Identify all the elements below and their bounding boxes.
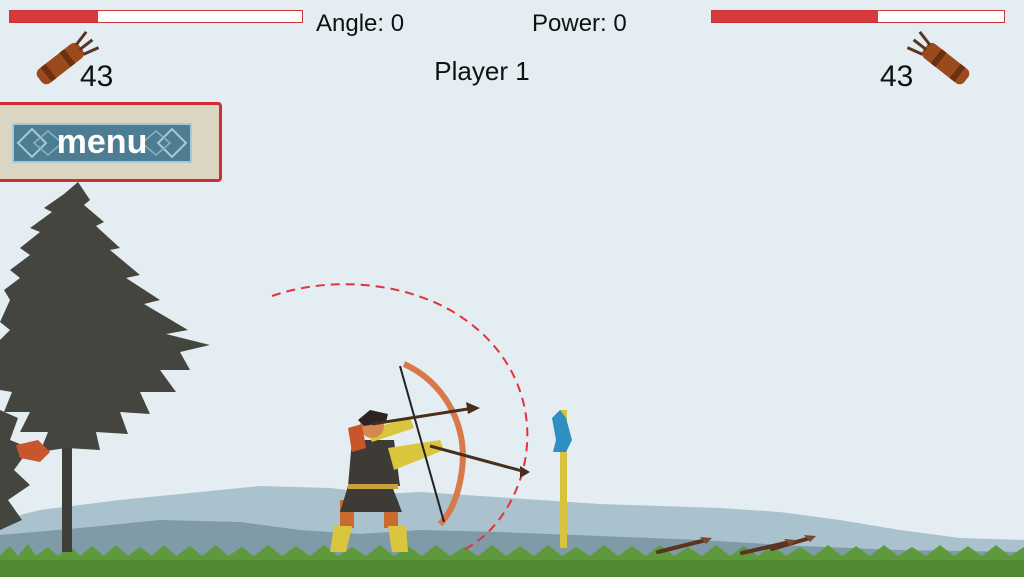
menu-panel: menu bbox=[0, 102, 222, 182]
quiver-icon bbox=[906, 30, 970, 85]
archer bbox=[330, 361, 530, 552]
target-flag-icon bbox=[552, 410, 572, 548]
menu-button[interactable]: menu bbox=[12, 123, 192, 163]
turn-indicator: Player 1 bbox=[434, 56, 530, 86]
power-readout: Power: 0 bbox=[532, 10, 627, 37]
player1-health-bar bbox=[9, 10, 303, 23]
menu-button-ornament bbox=[16, 127, 188, 159]
player2-health-bar bbox=[711, 10, 1005, 23]
tree bbox=[0, 182, 210, 552]
grass-ground bbox=[0, 560, 1024, 577]
angle-readout: Angle: 0 bbox=[316, 10, 405, 37]
player2-arrow-count: 43 bbox=[880, 60, 914, 93]
player2-health-fill bbox=[712, 11, 879, 22]
quiver-icon bbox=[36, 30, 100, 85]
player1-health-fill bbox=[10, 11, 98, 22]
aim-arc bbox=[271, 283, 529, 553]
menu-button-label: menu bbox=[56, 123, 148, 161]
player1-arrow-count: 43 bbox=[80, 60, 114, 93]
